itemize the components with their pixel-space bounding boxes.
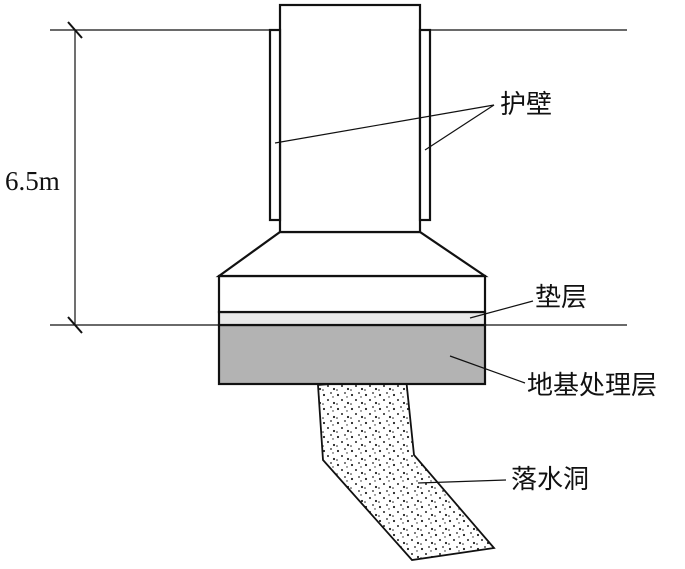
foundation-treatment-label: 地基处理层 xyxy=(527,371,657,401)
sinkhole-region xyxy=(317,377,496,561)
cushion-label: 垫层 xyxy=(535,283,587,313)
footing-base xyxy=(217,274,487,314)
dimension-tick-top xyxy=(67,21,83,39)
cushion-layer xyxy=(217,310,487,327)
sinkhole-label: 落水洞 xyxy=(511,465,589,495)
leader-retaining-wall-right xyxy=(424,104,495,151)
retaining-wall-left xyxy=(268,28,282,222)
leader-cushion xyxy=(469,300,534,319)
leader-foundation-treatment xyxy=(449,355,526,384)
leader-sinkhole xyxy=(417,479,507,484)
pile-column xyxy=(278,3,422,234)
foundation-treatment-layer xyxy=(217,323,487,386)
retaining-wall-right xyxy=(418,28,432,222)
dimension-label: 6.5m xyxy=(5,166,60,196)
footing-cap xyxy=(215,230,489,278)
retaining-wall-label: 护壁 xyxy=(500,90,552,120)
leader-retaining-wall-left xyxy=(274,104,495,144)
dimension-tick-bottom xyxy=(67,316,83,334)
